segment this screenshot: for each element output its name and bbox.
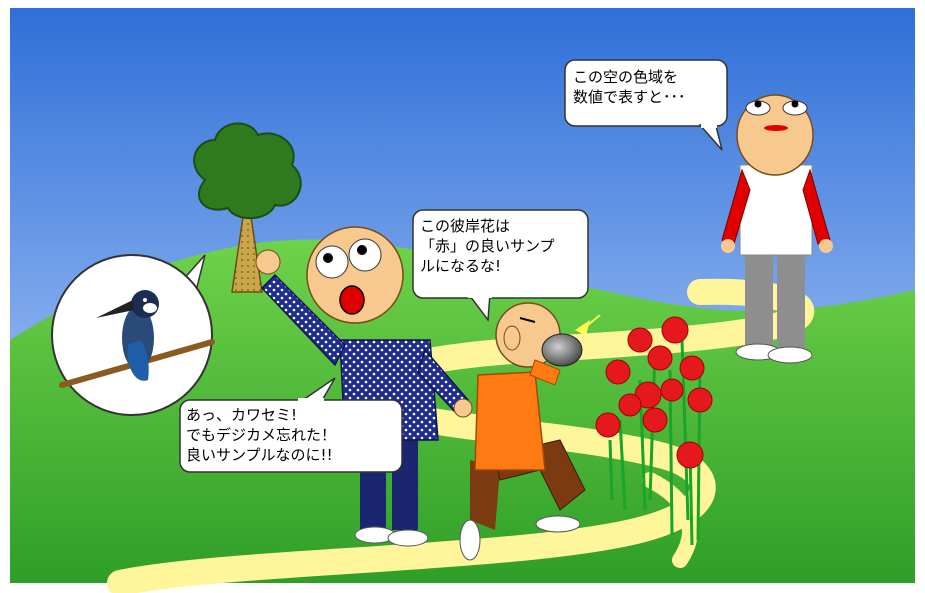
speech-bubble-top-right — [564, 59, 728, 151]
speech-bubble-left — [179, 377, 403, 473]
bubble-line: この彼岸花は — [420, 217, 511, 235]
bubble-line: ルになるな! — [420, 257, 502, 275]
flower-heads — [595, 316, 713, 469]
camera-icon — [541, 314, 601, 367]
bubble-line: でもデジカメ忘れた！ — [186, 426, 337, 444]
tree-icon — [193, 122, 302, 293]
bubble-text-center: この彼岸花は 「赤」の良いサンプ ルになるな! — [420, 216, 555, 276]
photographer-person — [459, 302, 601, 561]
bubble-text-left: あっ、カワセミ! でもデジカメ忘れた！ 良いサンプルなのに!! — [186, 405, 336, 465]
bubble-line: この空の色域を — [573, 68, 679, 86]
bubble-line: 「赤」の良いサンプ — [420, 237, 555, 255]
bubble-text-top-right: この空の色域を 数値で表すと･･･ — [573, 67, 686, 107]
bubble-line: あっ、カワセミ! — [186, 406, 298, 424]
kingfisher-callout — [51, 254, 215, 416]
standing-person — [721, 94, 833, 364]
kingfisher-icon — [96, 290, 159, 381]
bubble-line: 数値で表すと･･･ — [573, 88, 686, 106]
speech-bubble-center — [412, 209, 589, 323]
bubble-line: 良いサンプルなのに!! — [186, 446, 333, 464]
